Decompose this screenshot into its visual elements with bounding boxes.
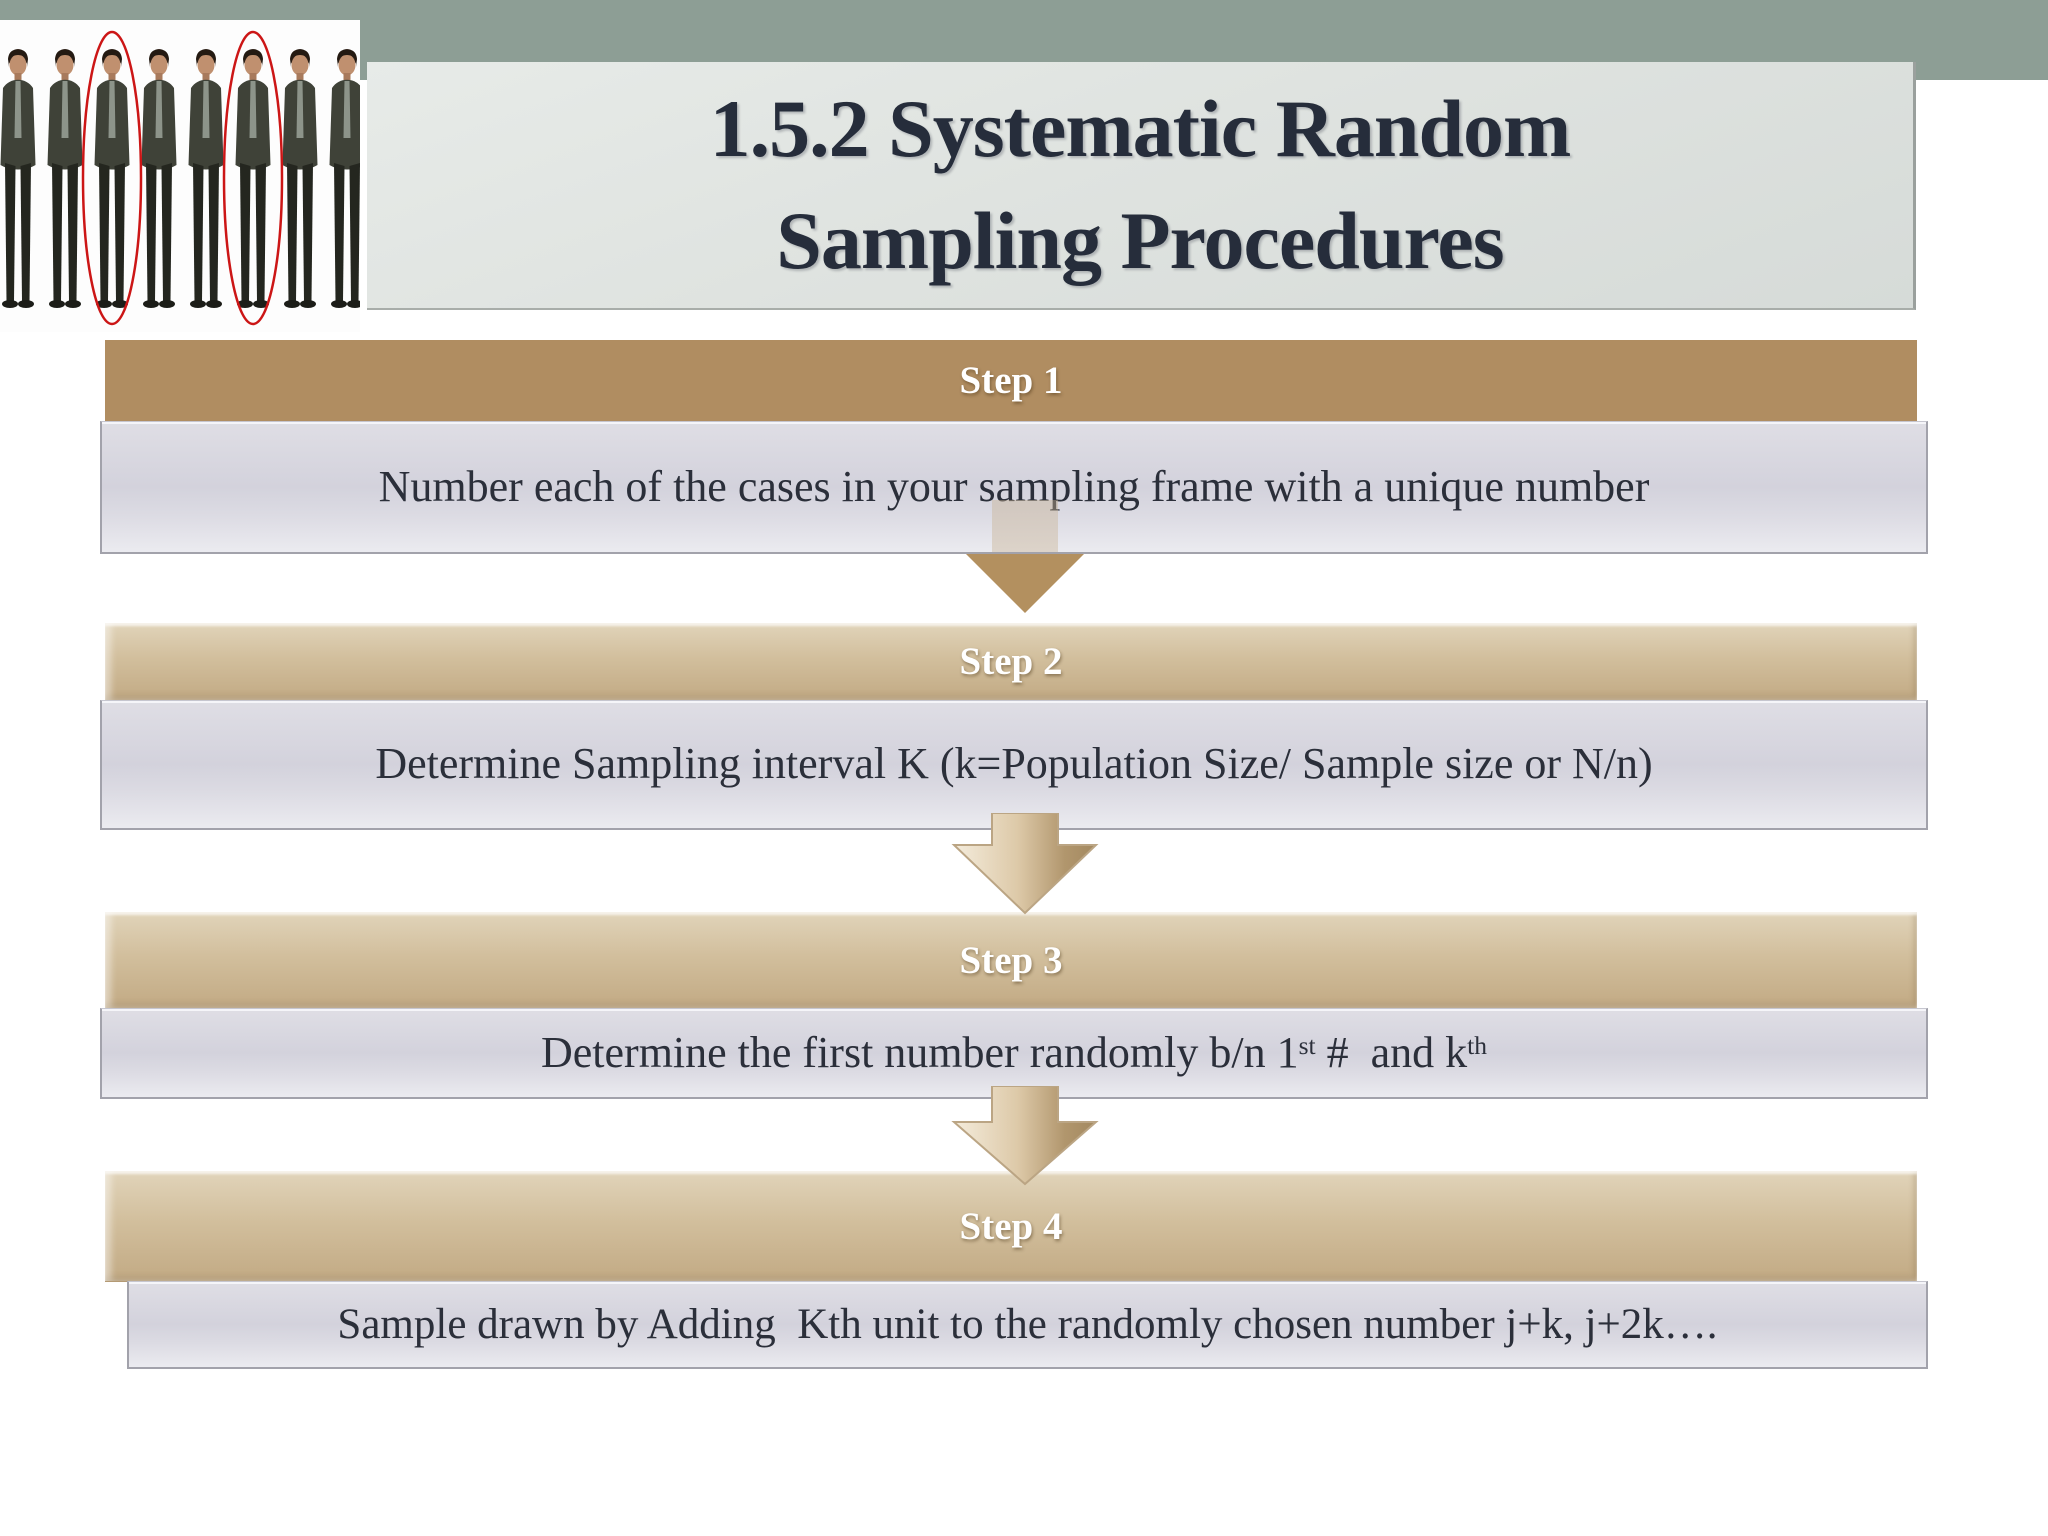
step-3-body: Determine the first number randomly b/n …: [100, 1008, 1928, 1099]
people-panel: [0, 20, 365, 332]
step-3-superscript-th: th: [1467, 1030, 1487, 1060]
down-arrow-icon: [951, 813, 1099, 915]
step-4-label: Step 4: [959, 1204, 1063, 1248]
step-3-label: Step 3: [959, 938, 1063, 982]
step-2-body: Determine Sampling interval K (k=Populat…: [100, 700, 1928, 830]
page-title-line2: Sampling Procedures: [776, 195, 1504, 286]
down-arrow-stem: [992, 500, 1058, 552]
down-arrow-icon: [951, 1086, 1099, 1186]
step-1-text: Number each of the cases in your samplin…: [378, 461, 1650, 511]
step-1-body: Number each of the cases in your samplin…: [100, 421, 1928, 554]
step-3-text-pre: Determine the first number randomly b/n …: [540, 1027, 1299, 1077]
businessman-icon: [235, 49, 271, 308]
businessman-icon: [94, 49, 130, 308]
step-3-header: Step 3: [105, 912, 1917, 1009]
step-3-superscript-st: st: [1298, 1030, 1316, 1060]
step-1-header: Step 1: [105, 340, 1917, 423]
step-3-text-mid: # and k: [1315, 1027, 1468, 1077]
page-title-line1: 1.5.2 Systematic Random: [709, 83, 1572, 174]
businessman-icon: [282, 49, 318, 308]
businessman-icon: [141, 49, 177, 308]
down-arrow-icon: [963, 551, 1087, 613]
step-4-text: Sample drawn by Adding Kth unit to the r…: [337, 1300, 1718, 1348]
sampled-people-graphic: [0, 30, 365, 326]
selection-circle: [81, 30, 143, 326]
selection-circle: [222, 30, 284, 326]
step-3-text: Determine the first number randomly b/n …: [541, 1028, 1487, 1079]
step-2-header: Step 2: [105, 623, 1917, 701]
step-4-header: Step 4: [105, 1171, 1917, 1282]
businessman-icon: [329, 49, 365, 308]
step-4-body: Sample drawn by Adding Kth unit to the r…: [127, 1281, 1928, 1369]
businessman-icon: [47, 49, 83, 308]
step-2-label: Step 2: [959, 640, 1063, 683]
title-box: 1.5.2 Systematic Random Sampling Procedu…: [367, 62, 1916, 310]
step-1-label: Step 1: [959, 359, 1063, 402]
businessman-icon: [0, 49, 36, 308]
step-2-text: Determine Sampling interval K (k=Populat…: [375, 739, 1653, 789]
businessman-icon: [188, 49, 224, 308]
